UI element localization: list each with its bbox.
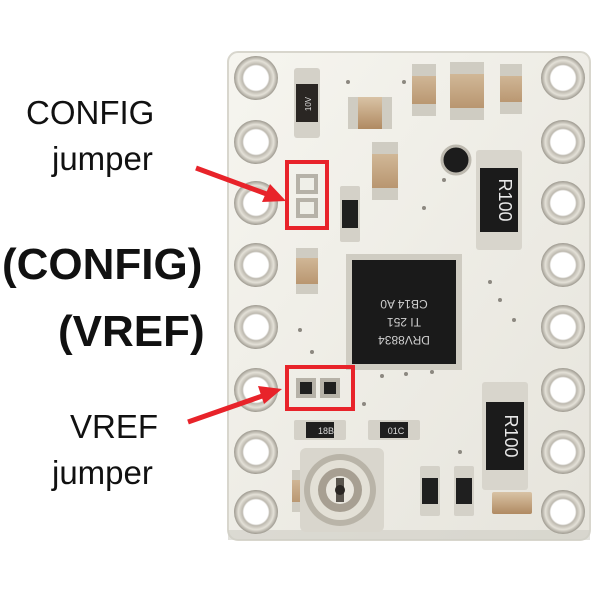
tan-capacitor-5 (372, 142, 398, 200)
resistor-top: R100 (476, 150, 522, 250)
config-jumper-label-line2: jumper (52, 140, 153, 177)
svg-text:10V: 10V (304, 96, 313, 111)
right-header-pins (541, 56, 585, 534)
vref-jumper-label-line2: jumper (52, 454, 153, 491)
svg-text:TI 251: TI 251 (387, 315, 421, 329)
config-jumper-label-line1: CONFIG (26, 94, 155, 131)
vref-arrow (187, 386, 282, 425)
vref-highlight-box (285, 365, 355, 411)
svg-text:DRV8834: DRV8834 (378, 333, 430, 347)
top-capacitor: 10V (294, 68, 320, 138)
tan-capacitor-3 (450, 62, 484, 120)
resistor-bottom: R100 (482, 382, 528, 490)
vref-jumper-label-line1: VREF (70, 408, 159, 445)
driver-chip: CB14 A0 TI 251 DRV8834 (346, 254, 462, 370)
svg-text:CB14 A0: CB14 A0 (380, 297, 428, 311)
vref-bold-label: (VREF) (58, 307, 205, 356)
config-arrow (195, 165, 286, 202)
tan-capacitor-2 (412, 64, 436, 116)
config-jumper (296, 174, 318, 218)
tan-capacitor-4 (500, 64, 522, 114)
tan-capacitor-1 (348, 97, 392, 129)
tan-small-3 (492, 492, 532, 514)
mounting-via (440, 144, 472, 176)
config-bold-label: (CONFIG) (2, 240, 203, 289)
svg-text:01C: 01C (388, 426, 405, 436)
config-highlight-box (285, 160, 329, 230)
vias (298, 80, 516, 454)
svg-text:R100: R100 (495, 178, 515, 221)
tan-small-1 (296, 248, 318, 294)
svg-text:R100: R100 (501, 414, 521, 457)
trimmer-potentiometer (300, 448, 384, 532)
svg-text:18B: 18B (318, 426, 334, 436)
vref-jumper (296, 378, 340, 398)
